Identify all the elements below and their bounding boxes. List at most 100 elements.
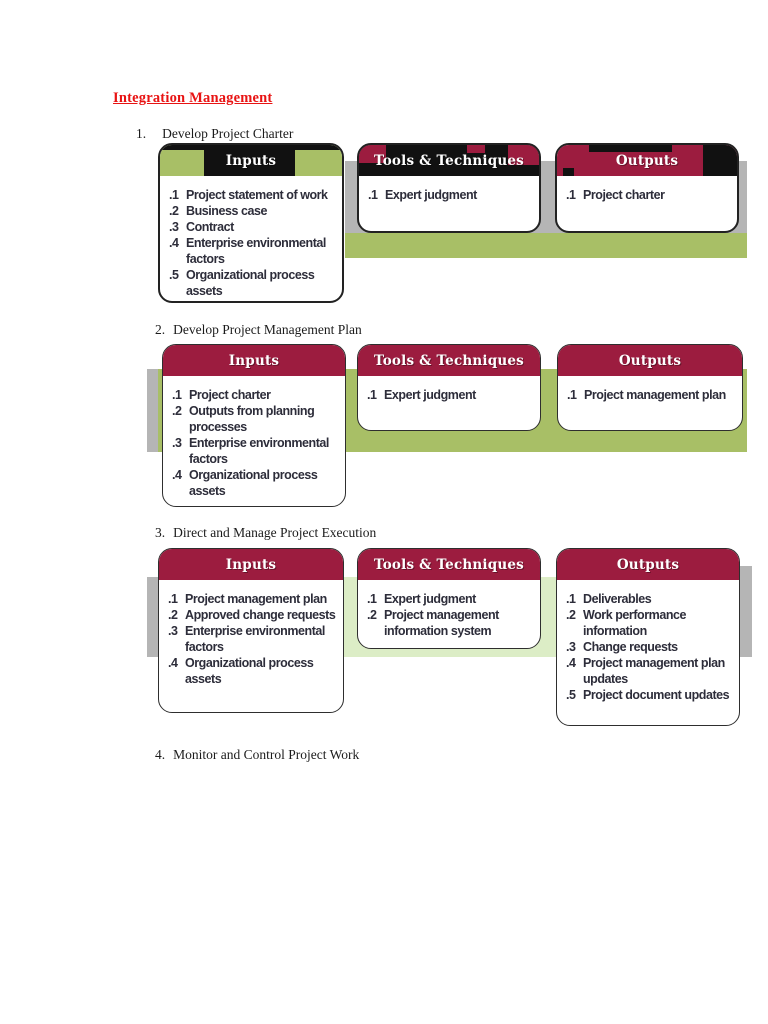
- tools-techniques-header: Tools & Techniques: [358, 345, 540, 376]
- inputs-header-label: Inputs: [228, 352, 280, 369]
- outputs-list: .1 Project charter: [557, 176, 737, 209]
- gray-shadow-band: [147, 369, 161, 452]
- item-number: .4: [168, 656, 178, 670]
- tools-techniques-header-label: Tools & Techniques: [374, 152, 524, 169]
- tools-techniques-header-label: Tools & Techniques: [374, 352, 524, 369]
- list-item: .1 Project management plan: [567, 387, 736, 403]
- item-number: .1: [368, 188, 378, 202]
- item-text: Enterprise environmental factors: [189, 436, 329, 466]
- section-heading-text: Develop Project Management Plan: [173, 322, 362, 337]
- item-number: .3: [172, 436, 182, 450]
- item-number: .4: [172, 468, 182, 482]
- item-text: Project management plan: [185, 592, 327, 606]
- gray-shadow-band: [147, 577, 161, 657]
- section-number: 2.: [155, 322, 166, 337]
- header-decoration: [702, 145, 737, 176]
- list-item: .1 Project charter: [566, 187, 731, 203]
- section-heading-3: 3.Direct and Manage Project Execution: [155, 525, 376, 541]
- inputs-header-label: Inputs: [225, 152, 277, 169]
- item-number: .5: [169, 268, 179, 282]
- item-text: Expert judgment: [385, 188, 477, 202]
- item-text: Organizational process assets: [185, 656, 314, 686]
- item-text: Enterprise environmental factors: [185, 624, 325, 654]
- header-decoration: [203, 149, 295, 176]
- inputs-header: Inputs: [160, 145, 342, 176]
- header-decoration: [160, 145, 342, 150]
- outputs-box: Outputs .1 Project management plan: [557, 344, 743, 431]
- item-text: Project document updates: [583, 688, 730, 702]
- item-text: Project statement of work: [186, 188, 328, 202]
- item-text: Contract: [186, 220, 234, 234]
- section-heading-1: 1. Develop Project Charter: [136, 126, 293, 142]
- outputs-header-label: Outputs: [615, 152, 679, 169]
- item-text: Business case: [186, 204, 268, 218]
- outputs-list: .1 Project management plan: [558, 376, 742, 409]
- inputs-header: Inputs: [163, 345, 345, 376]
- header-decoration: [508, 145, 539, 165]
- list-item: .1 Expert judgment: [368, 187, 533, 203]
- tools-techniques-list: .1 Expert judgment: [359, 176, 539, 209]
- tools-techniques-header-label: Tools & Techniques: [374, 556, 524, 573]
- outputs-header-label: Outputs: [618, 352, 682, 369]
- item-number: .4: [566, 656, 576, 670]
- item-number: .2: [367, 608, 377, 622]
- green-band: [345, 233, 747, 258]
- gray-shadow-band: [740, 566, 752, 657]
- item-number: .1: [172, 388, 182, 402]
- item-number: .3: [566, 640, 576, 654]
- tools-techniques-box: Tools & Techniques .1 Expert judgment: [357, 143, 541, 233]
- section-heading-4: 4. Monitor and Control Project Work: [155, 747, 359, 763]
- list-item: .1 Project management plan: [168, 591, 337, 607]
- item-number: .5: [566, 688, 576, 702]
- section-number: 3.: [155, 525, 166, 540]
- item-number: .3: [169, 220, 179, 234]
- section-heading-text: Develop Project Charter: [162, 126, 294, 141]
- outputs-header: Outputs: [557, 549, 739, 580]
- item-number: .1: [168, 592, 178, 606]
- list-item: .3 Enterprise environmental factors: [172, 435, 339, 467]
- item-number: .2: [169, 204, 179, 218]
- page-title: Integration Management: [113, 90, 273, 106]
- list-item: .4 Organizational process assets: [172, 467, 339, 499]
- list-item: .2 Business case: [169, 203, 336, 219]
- section-heading-2: 2. Develop Project Management Plan: [155, 322, 362, 338]
- outputs-box: Outputs .1 Project charter: [555, 143, 739, 233]
- section-heading-text: Monitor and Control Project Work: [173, 747, 360, 762]
- header-decoration: [563, 168, 574, 176]
- item-text: Organizational process assets: [189, 468, 318, 498]
- list-item: .5 Project document updates: [566, 687, 733, 703]
- item-text: Expert judgment: [384, 388, 476, 402]
- item-number: .1: [566, 188, 576, 202]
- section-number: 1.: [136, 126, 147, 141]
- item-number: .1: [367, 592, 377, 606]
- item-text: Project management plan: [584, 388, 726, 402]
- inputs-header-label: Inputs: [225, 556, 277, 573]
- item-text: Work performance information: [583, 608, 687, 638]
- item-number: .1: [567, 388, 577, 402]
- item-text: Project charter: [583, 188, 665, 202]
- list-item: .4 Organizational process assets: [168, 655, 337, 687]
- item-text: Enterprise environmental factors: [186, 236, 326, 266]
- section-number: 4.: [155, 747, 166, 762]
- header-decoration: [467, 145, 485, 153]
- header-decoration: [589, 145, 673, 152]
